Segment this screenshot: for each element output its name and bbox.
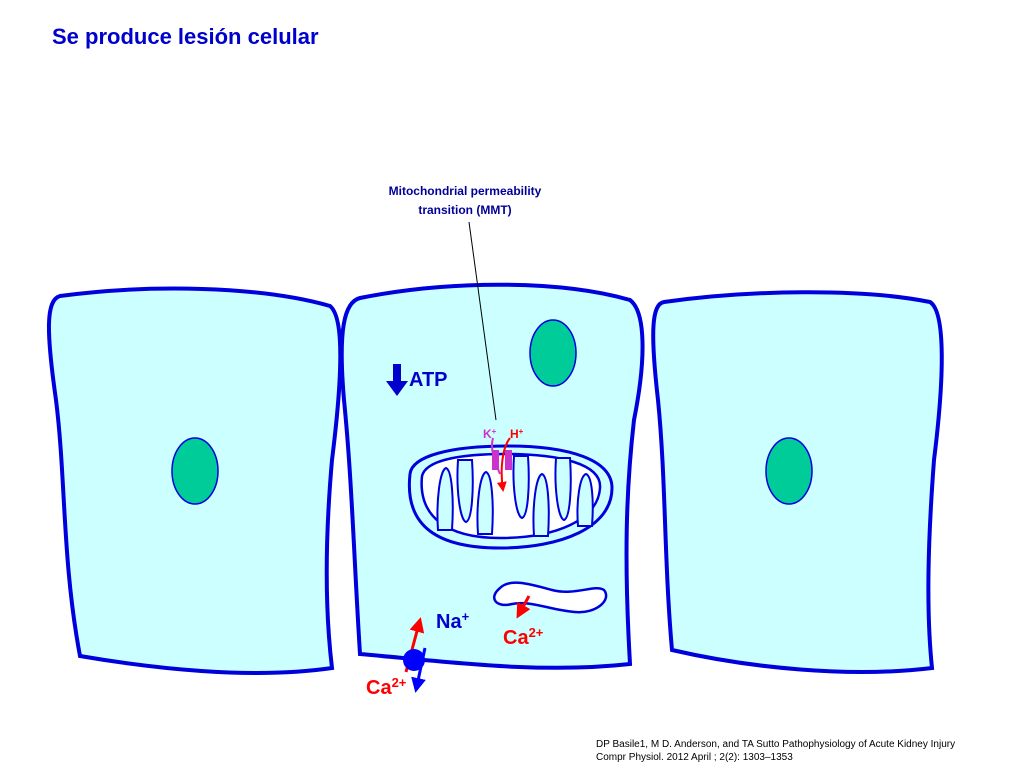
er-calcium-charge: 2+ bbox=[529, 625, 544, 640]
citation-line-1: DP Basile1, M D. Anderson, and TA Sutto … bbox=[596, 739, 956, 750]
er-calcium-label: Ca2+ bbox=[503, 625, 544, 649]
na-ion-label: Na+ bbox=[436, 609, 470, 633]
right-cell-nucleus bbox=[765, 437, 813, 505]
atp-label: ATP bbox=[409, 369, 448, 391]
mmt-label-line2: transition (MMT) bbox=[418, 203, 511, 217]
na-ca-exchanger bbox=[403, 649, 425, 671]
middle-cell-nucleus bbox=[529, 319, 577, 387]
extracellular-calcium-symbol: Ca bbox=[366, 677, 392, 699]
atp-decrease-arrow-icon bbox=[386, 364, 408, 396]
na-ion-charge: + bbox=[462, 609, 470, 624]
k-ion-symbol: K bbox=[483, 427, 492, 441]
h-ion-label: H+ bbox=[510, 427, 524, 441]
citation-line-2: Compr Physiol. 2012 April ; 2(2): 1303–1… bbox=[596, 752, 793, 763]
er-calcium-release-arrow bbox=[516, 595, 531, 619]
citation: DP Basile1, M D. Anderson, and TA Sutto … bbox=[596, 738, 955, 764]
slide-title: Se produce lesión celular bbox=[52, 24, 319, 49]
mmt-label-line1: Mitochondrial permeability bbox=[389, 184, 542, 198]
h-ion-symbol: H bbox=[510, 427, 519, 441]
mitochondrion bbox=[407, 444, 614, 550]
mmt-pointer-line bbox=[468, 221, 497, 421]
k-ion-label: K+ bbox=[483, 427, 497, 441]
er-calcium-symbol: Ca bbox=[503, 627, 529, 649]
h-influx-arrow bbox=[496, 437, 511, 492]
left-cell-nucleus bbox=[171, 437, 219, 505]
extracellular-calcium-charge: 2+ bbox=[392, 675, 407, 690]
extracellular-calcium-label: Ca2+ bbox=[366, 675, 407, 699]
k-ion-charge: + bbox=[492, 427, 497, 436]
na-ion-symbol: Na bbox=[436, 611, 462, 633]
k-efflux-arrow bbox=[490, 437, 501, 475]
endoplasmic-reticulum bbox=[493, 581, 608, 614]
h-ion-charge: + bbox=[519, 427, 524, 436]
